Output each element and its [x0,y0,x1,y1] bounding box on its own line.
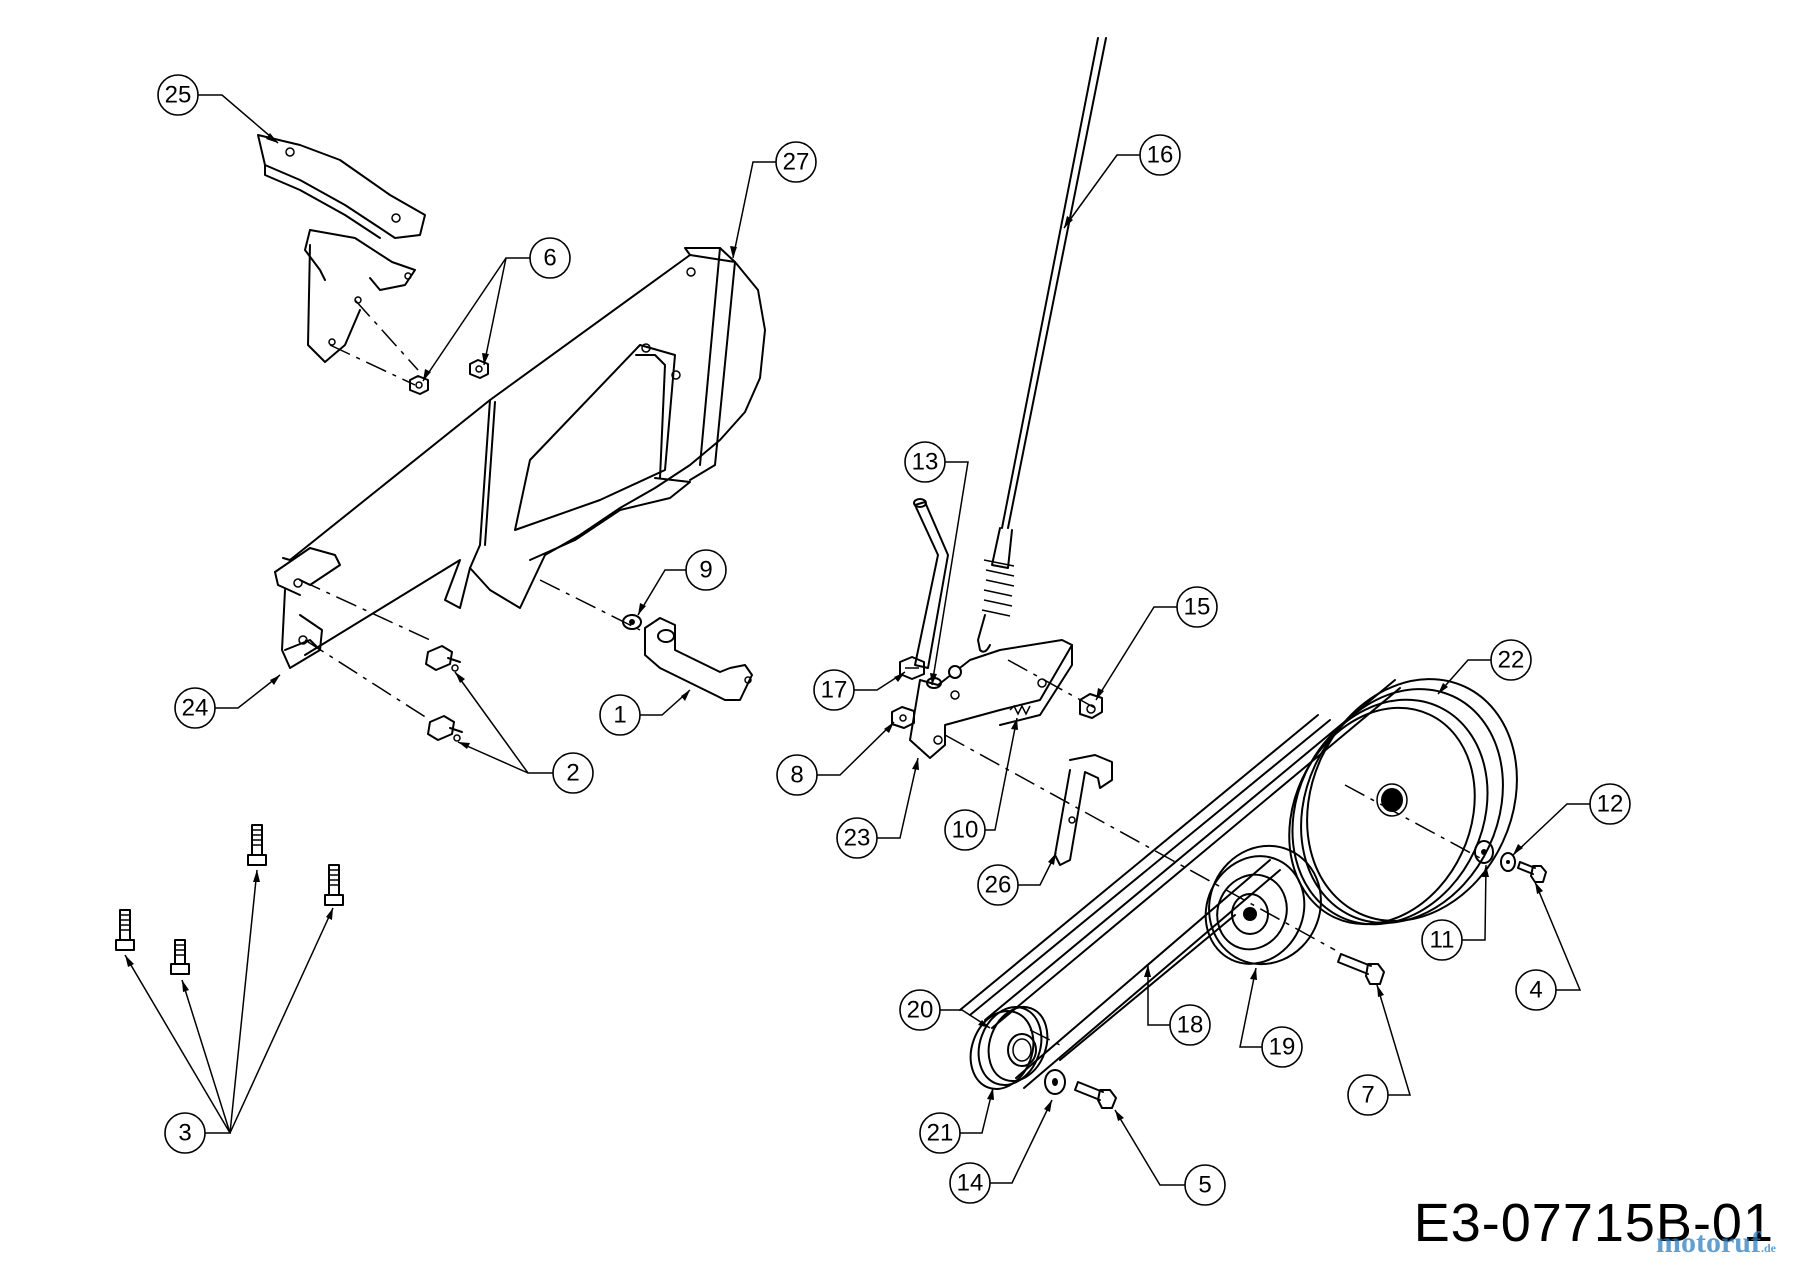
part-13-lever [913,498,949,669]
svg-text:19: 19 [1269,1034,1296,1061]
svg-text:27: 27 [783,149,810,176]
part-19-idler-pulley [1204,844,1322,966]
callout-8: 8 [776,754,818,796]
part-4-bolt [1517,861,1547,883]
part-27-belt-cover [282,247,766,656]
part-20-drive-pulley [969,1006,1049,1090]
part-9-washer [622,614,642,630]
svg-text:13: 13 [912,449,939,476]
callout-7: 7 [1347,1074,1389,1116]
callout-6: 6 [529,237,571,279]
axis-line [1344,784,1481,859]
part-11-washer [1474,840,1494,864]
callout-3: 3 [164,1112,206,1154]
part-6-nuts [409,359,489,395]
part-24-bracket [274,547,341,669]
svg-text:7: 7 [1361,1082,1374,1109]
callout-11: 11 [1421,919,1463,961]
callout-22: 22 [1490,639,1532,681]
svg-text:10: 10 [952,817,979,844]
part-5-bolt [1074,1081,1117,1109]
svg-text:26: 26 [985,872,1012,899]
svg-text:17: 17 [821,677,848,704]
part-2-bolts [425,645,463,742]
callout-5: 5 [1184,1164,1226,1206]
callout-1: 1 [599,694,641,736]
part-10-spring [1009,704,1031,716]
axis-line [329,344,416,386]
part-3-bolts [115,824,344,975]
part-7-bolt [1337,953,1385,985]
svg-text:2: 2 [566,760,579,787]
callout-2: 2 [552,752,594,794]
svg-text:18: 18 [1177,1012,1204,1039]
axis-line [1007,659,1096,709]
callout-27: 27 [775,141,817,183]
svg-text:6: 6 [543,245,556,272]
part-25-bracket [257,134,426,363]
callout-26: 26 [977,864,1019,906]
callout-13: 13 [904,441,946,483]
svg-text:3: 3 [178,1120,191,1147]
callout-21: 21 [919,1112,961,1154]
svg-text:23: 23 [844,825,871,852]
svg-text:12: 12 [1597,791,1624,818]
axis-line [1029,1029,1061,1046]
part-26-belt-guide [1054,754,1113,866]
callout-17: 17 [813,669,855,711]
svg-text:24: 24 [182,695,209,722]
callout-24: 24 [174,687,216,729]
callout-15: 15 [1176,586,1218,628]
diagram-code: E3-07715B-01 [1413,1193,1774,1253]
part-16-cable [977,37,1107,653]
axis-line [539,579,641,631]
part-14-washer [1044,1069,1066,1095]
svg-text:21: 21 [927,1120,954,1147]
callout-9: 9 [685,549,727,591]
axis-line [299,579,431,641]
leader-lines [124,94,1590,1186]
svg-text:5: 5 [1198,1172,1211,1199]
svg-text:11: 11 [1430,927,1455,954]
svg-text:4: 4 [1529,977,1542,1004]
callout-20: 20 [899,989,941,1031]
callout-18: 18 [1169,1004,1211,1046]
axis-line [304,639,431,721]
part-12-lock-washer [1500,852,1516,872]
callout-23: 23 [836,817,878,859]
svg-text:9: 9 [699,557,712,584]
axis-line [944,734,1336,951]
part-23-idler-arm [909,639,1073,759]
svg-text:8: 8 [790,762,803,789]
svg-text:16: 16 [1147,142,1174,169]
callout-4: 4 [1515,969,1557,1011]
callout-14: 14 [949,1162,991,1204]
part-1-bracket [644,617,753,701]
callout-12: 12 [1589,783,1631,825]
svg-text:15: 15 [1184,594,1211,621]
svg-text:1: 1 [613,702,626,729]
watermark-logo: motoruf.de [1656,1226,1776,1259]
callout-10: 10 [944,809,986,851]
callout-25: 25 [157,74,199,116]
callout-19: 19 [1261,1026,1303,1068]
callout-16: 16 [1139,134,1181,176]
svg-text:20: 20 [907,997,934,1024]
svg-text:14: 14 [957,1170,984,1197]
svg-text:25: 25 [165,82,192,109]
svg-text:22: 22 [1498,647,1525,674]
axis-line [354,299,419,371]
part-8-nut [891,706,915,729]
part-22-large-pulley [1288,678,1518,926]
